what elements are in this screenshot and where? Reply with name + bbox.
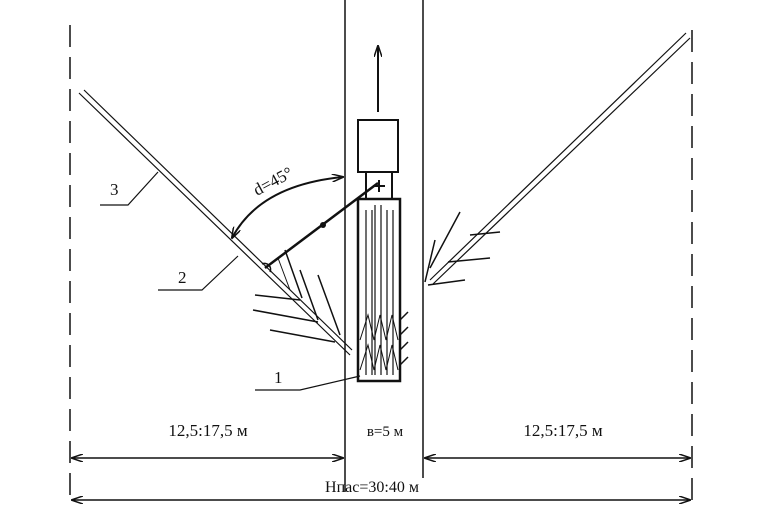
dim-road-width: в=5 м xyxy=(367,424,404,440)
angle-arc xyxy=(232,177,343,238)
label-bundle-1: 1 xyxy=(274,368,283,387)
dim-total: Нпас=30:40 м xyxy=(325,479,419,496)
log-bundle xyxy=(356,197,402,383)
dim-right-strip: 12,5:17,5 м xyxy=(523,421,602,440)
machine xyxy=(356,119,409,383)
label-boom-2: 2 xyxy=(178,268,187,287)
right-felled-tree xyxy=(424,32,691,286)
label-tree-3: 3 xyxy=(110,180,119,199)
dim-left-strip: 12,5:17,5 м xyxy=(168,421,247,440)
angle-label: d=45° xyxy=(250,163,296,199)
left-felled-tree xyxy=(78,89,353,356)
